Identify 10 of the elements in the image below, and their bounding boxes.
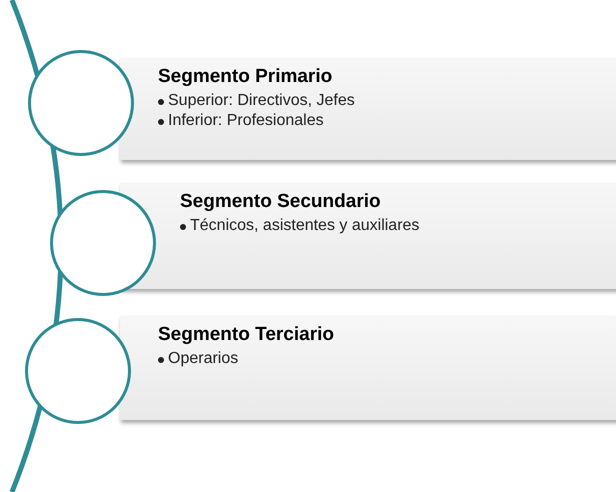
segment-heading: Segmento Secundario bbox=[180, 191, 382, 213]
bullet-text: Técnicos, asistentes y auxiliares bbox=[190, 217, 420, 234]
bullet-text: Inferior: Profesionales bbox=[168, 112, 324, 129]
segment-heading: Segmento Primario bbox=[158, 66, 334, 88]
segment-card bbox=[120, 183, 616, 289]
bullet-text: Superior: Directivos, Jefes bbox=[168, 92, 355, 109]
segment-card bbox=[120, 58, 616, 160]
bullet-text: Operarios bbox=[168, 350, 238, 367]
segment-heading: Segmento Terciario bbox=[158, 324, 335, 346]
segment-card bbox=[120, 316, 616, 420]
